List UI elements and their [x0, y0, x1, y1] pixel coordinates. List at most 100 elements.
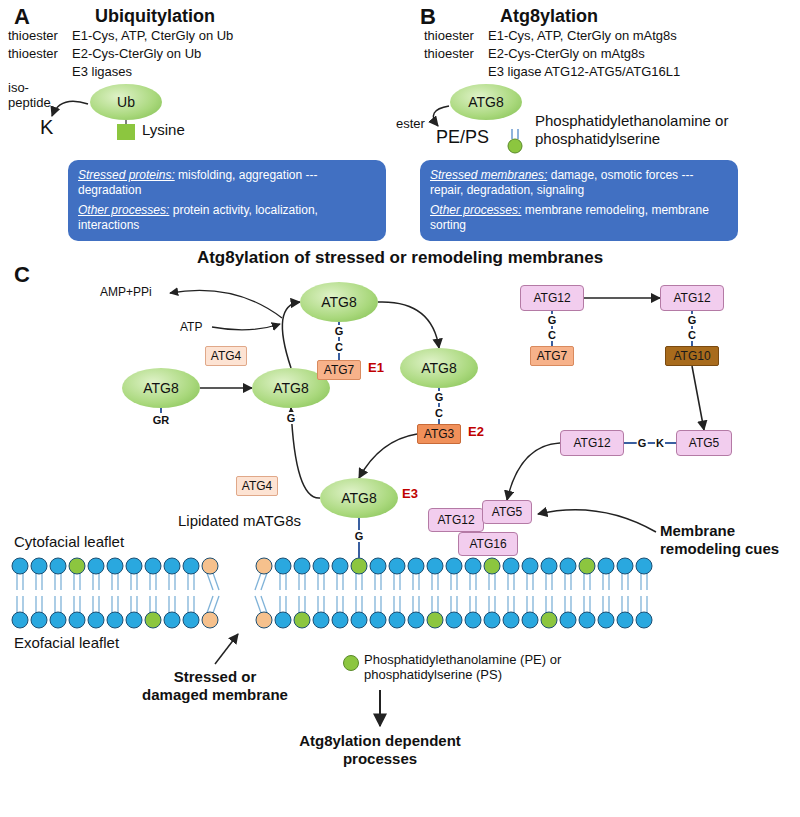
lipid-tail: [570, 573, 571, 590]
lipid-tail: [475, 573, 476, 590]
lipid-tail: [608, 596, 609, 613]
lipid-head: [503, 558, 519, 574]
lipid-tail: [73, 573, 74, 590]
bond-connector: [624, 442, 676, 444]
protein-box: ATG5: [482, 500, 532, 524]
bond-letter: G: [286, 412, 297, 424]
text-label: Atg8ylation dependent processes: [290, 732, 470, 768]
lipid-tail: [54, 573, 55, 590]
node-label: ATG4: [242, 479, 272, 493]
node-label: ATG5: [689, 436, 719, 450]
reaction-arrow: [584, 297, 660, 299]
process-box: Stressed proteins: misfolding, aggregati…: [68, 160, 386, 241]
lipid-head: [370, 558, 386, 574]
lipid-tail: [117, 596, 118, 613]
lipid-tail: [621, 596, 622, 613]
lipid-head: [351, 558, 367, 574]
lipid-tail: [342, 573, 343, 590]
lipid-head: [522, 558, 538, 574]
bond-letter: G: [547, 314, 558, 326]
lipid-head: [408, 558, 424, 574]
protein-box: ATG12: [428, 508, 484, 532]
text-label: ATP: [180, 320, 202, 334]
lipid-head: [126, 612, 142, 628]
lipid-head: [560, 558, 576, 574]
lipid-tail: [193, 573, 194, 590]
section-title: Atg8ylation of stressed or remodeling me…: [0, 248, 800, 268]
lipid-tail: [207, 596, 213, 613]
lipid-head: [541, 558, 557, 574]
lipid-tail: [469, 573, 470, 590]
lipid-tail: [298, 596, 299, 613]
node-label: ATG5: [492, 505, 522, 519]
box-heading: Other processes:: [430, 203, 521, 217]
lipid-tail: [608, 573, 609, 590]
text-label: Cytofacial leaflet: [14, 533, 124, 551]
lipid-tail: [621, 573, 622, 590]
lipid-head: [88, 558, 104, 574]
legend-swatch: [343, 655, 359, 671]
protein-box: ATG7: [530, 346, 574, 366]
lipid-tail: [98, 573, 99, 590]
lipid-head: [484, 558, 500, 574]
lipid-tail: [60, 573, 61, 590]
text-label: Phosphatidylethanolamine or phosphatidyl…: [535, 112, 750, 148]
lipid-tail: [545, 596, 546, 613]
text-label: A: [14, 4, 30, 30]
lipid-tail: [513, 573, 514, 590]
lipid-tail: [456, 573, 457, 590]
lipid-head: [164, 558, 180, 574]
text-label: Lipidated mATG8s: [178, 512, 301, 530]
lipid-head: [522, 612, 538, 628]
lipid-head: [351, 612, 367, 628]
enzyme-tag: E1: [368, 360, 384, 375]
lipid-head: [579, 558, 595, 574]
lipid-tail: [374, 596, 375, 613]
lipid-tail: [551, 573, 552, 590]
lipid-tail: [136, 573, 137, 590]
lipid-tail: [517, 129, 519, 139]
lipid-tail: [418, 596, 419, 613]
node-label: ATG3: [424, 427, 454, 441]
lipid-head: [183, 558, 199, 574]
text-label: E2-Cys-CterGly on Ub: [72, 46, 201, 61]
lipid-head: [313, 558, 329, 574]
text-label: Ubiquitylation: [95, 6, 215, 27]
lipid-tail: [450, 596, 451, 613]
lipid-tail: [79, 596, 80, 613]
lipid-head: [541, 612, 557, 628]
node-label: ATG12: [533, 291, 570, 305]
bond-letter: C: [334, 341, 344, 353]
node-label: ATG12: [673, 291, 710, 305]
lipid-tail: [583, 596, 584, 613]
lipid-tail: [526, 596, 527, 613]
lipid-tail: [627, 573, 628, 590]
bond-letter: G: [434, 391, 445, 403]
node-label: ATG8: [341, 490, 377, 506]
bond-letter: C: [687, 329, 697, 341]
lipid-head: [202, 612, 218, 628]
protein-ellipse: ATG8: [400, 348, 478, 388]
bond-letter: G: [354, 530, 365, 542]
text-label: ester: [396, 116, 425, 131]
protein-box: ATG12: [660, 285, 724, 311]
lipid-tail: [168, 596, 169, 613]
lipid-tail: [564, 596, 565, 613]
text-label: thioester: [8, 46, 58, 61]
isopeptide-arrow: [52, 101, 88, 116]
lipid-tail: [342, 596, 343, 613]
bond-letter: K: [655, 437, 665, 449]
lipid-head: [446, 612, 462, 628]
text-label: E2-Cys-CterGly on mAtg8s: [488, 46, 645, 61]
lipid-tail: [532, 596, 533, 613]
lipid-tail: [79, 573, 80, 590]
protein-box: ATG16: [458, 532, 518, 556]
lipid-tail: [583, 573, 584, 590]
protein-ellipse: ATG8: [450, 84, 522, 120]
node-label: ATG8: [468, 94, 504, 110]
lipid-head: [598, 612, 614, 628]
text-label: thioester: [424, 28, 474, 43]
lipid-head: [275, 558, 291, 574]
lipid-head: [183, 612, 199, 628]
lipid-head: [107, 558, 123, 574]
